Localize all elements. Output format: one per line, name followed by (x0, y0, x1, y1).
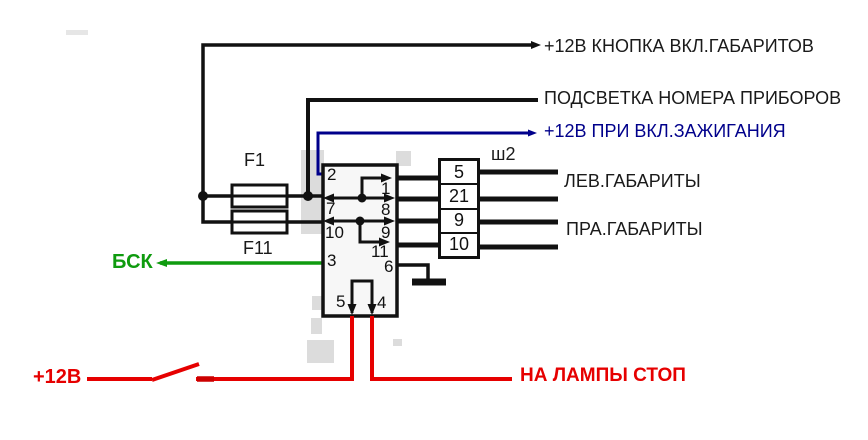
coil-bracket-5-4 (350, 279, 374, 313)
label-ignition: +12В ПРИ ВКЛ.ЗАЖИГАНИЯ (544, 121, 786, 141)
arrow-down-4 (367, 304, 377, 315)
relay-pin-7: 7 (326, 199, 336, 218)
label-plus12-button: +12В КНОПКА ВКЛ.ГАБАРИТОВ (544, 36, 814, 56)
wire-pin6-ground (397, 263, 430, 279)
relay-pin-11: 11 (371, 242, 389, 261)
label-fuse-f11: F11 (243, 238, 273, 258)
arrow-right-11 (379, 237, 390, 247)
arrow-right-1 (381, 173, 392, 183)
watermark-fragment (396, 151, 411, 166)
arrow-bsk (156, 259, 167, 267)
label-connector-sh2: ш2 (491, 144, 516, 164)
label-plus12: +12В (33, 366, 82, 388)
connector-cell: 9 (441, 207, 477, 232)
wire-ignition (316, 131, 528, 176)
watermark-fragment (312, 296, 323, 310)
connector-sh2: 5 21 9 10 (438, 158, 480, 259)
connector-cell: 21 (441, 183, 477, 207)
wire-illumination (306, 98, 538, 194)
watermark-fragment (307, 340, 334, 363)
junction-dot-right (303, 191, 313, 201)
watermark-fragment (66, 30, 88, 35)
junction-dot-left (198, 191, 208, 201)
label-right-lights: ПРА.ГАБАРИТЫ (566, 219, 703, 239)
label-fuse-f1: F1 (244, 150, 266, 170)
label-illumination: ПОДСВЕТКА НОМЕРА ПРИБОРОВ (544, 88, 842, 108)
relay-pin-9: 9 (381, 223, 391, 242)
bracket-to-pin11 (358, 221, 384, 244)
label-bsk: БСК (112, 251, 153, 273)
arrow-ignition (528, 129, 537, 137)
connector-cell: 5 (453, 161, 464, 182)
label-stop-lamps: НА ЛАМПЫ СТОП (520, 365, 686, 386)
relay-pin-10: 10 (325, 223, 344, 242)
relay-pin-3: 3 (327, 251, 337, 270)
arrow-right-8 (384, 193, 395, 203)
relay-pin-1: 1 (381, 179, 391, 198)
switch-blade (151, 362, 200, 382)
wire-plus12-button (201, 43, 533, 196)
arrow-left-7 (323, 193, 334, 203)
watermark-fragment (393, 339, 402, 346)
arrow-plus12-button (531, 41, 541, 49)
relay-pin-6: 6 (384, 257, 394, 276)
relay-pin-5: 5 (336, 292, 346, 311)
wire-pin4-stoplamps (370, 316, 512, 381)
arrow-right-9 (384, 216, 395, 226)
arrow-down-5 (347, 304, 357, 315)
bracket-to-pin1 (360, 176, 386, 198)
relay-pin-4: 4 (377, 293, 387, 312)
relay-pin-8: 8 (381, 200, 391, 219)
arrow-left-10 (323, 216, 334, 226)
relay-pin-2: 2 (327, 165, 337, 184)
connector-cell: 10 (441, 231, 477, 256)
watermark-fragment (311, 318, 322, 334)
label-left-lights: ЛЕВ.ГАБАРИТЫ (564, 171, 701, 191)
